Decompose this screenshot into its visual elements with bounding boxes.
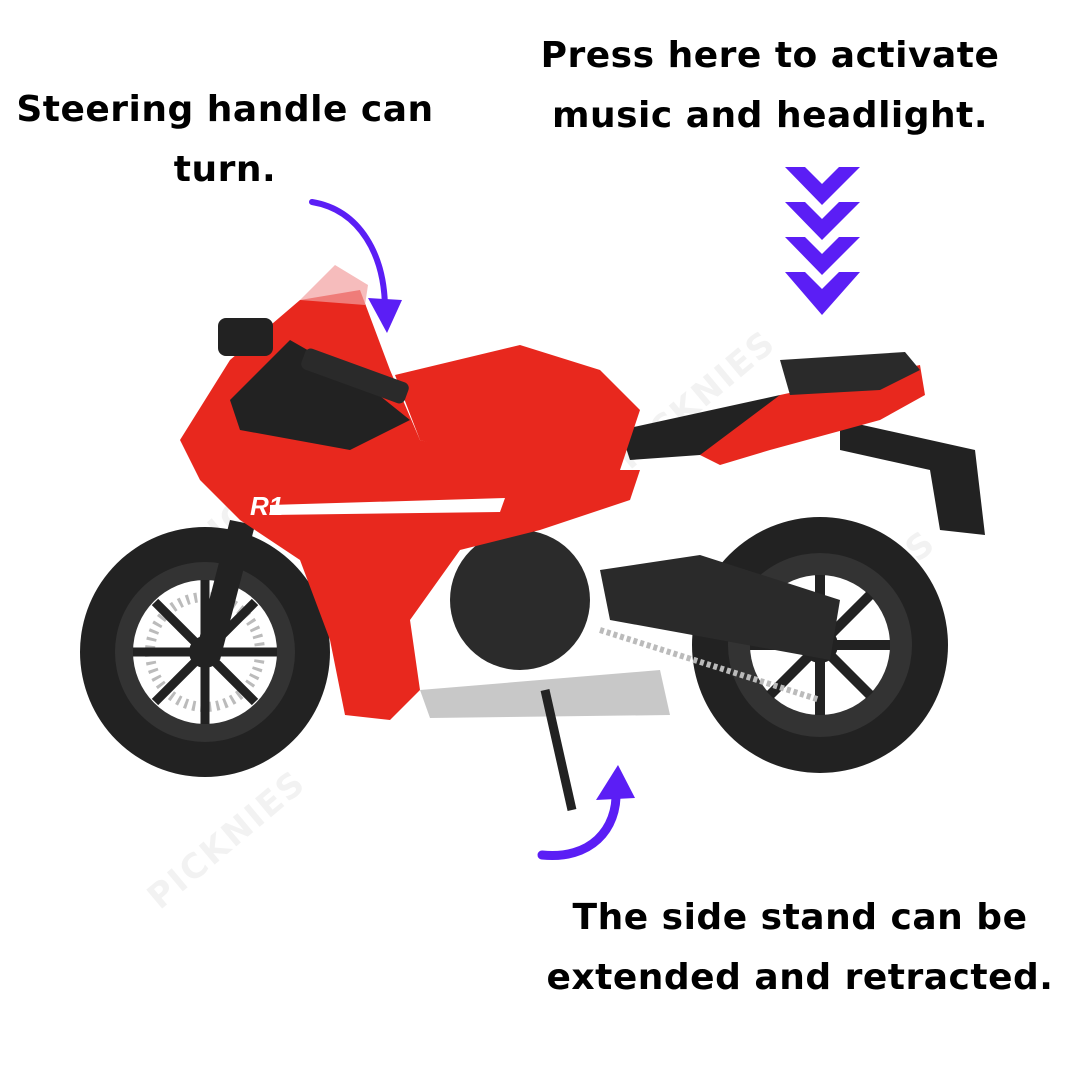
bike-decal: R1 (250, 491, 283, 521)
tail-hanger (840, 420, 985, 535)
tail-cowl (780, 352, 920, 395)
chain (599, 627, 821, 703)
press-caption: Press here to activate music and headlig… (520, 26, 1020, 146)
fairing-inner (230, 340, 410, 450)
stand-caption: The side stand can be extended and retra… (530, 888, 1070, 1008)
engine (450, 530, 590, 670)
steering-caption: Steering handle can turn. (0, 80, 450, 200)
seat (620, 395, 800, 460)
caption-line: turn. (173, 149, 277, 190)
side-stand (540, 689, 577, 811)
caption-line: The side stand can be (572, 897, 1028, 938)
chevron-down-icon (785, 167, 860, 315)
stripe (270, 498, 505, 515)
caption-line: Press here to activate (540, 35, 1000, 76)
front-fork (195, 520, 255, 660)
curved-arrow-icon (309, 199, 402, 333)
swingarm (600, 555, 840, 660)
caption-line: extended and retracted. (546, 957, 1054, 998)
caption-line: Steering handle can (16, 89, 434, 130)
mirror (218, 318, 273, 356)
caption-line: music and headlight. (551, 95, 989, 136)
curved-arrow-icon (537, 765, 635, 861)
windscreen (300, 265, 368, 305)
fuel-tank (395, 345, 640, 470)
handlebar (301, 348, 409, 404)
